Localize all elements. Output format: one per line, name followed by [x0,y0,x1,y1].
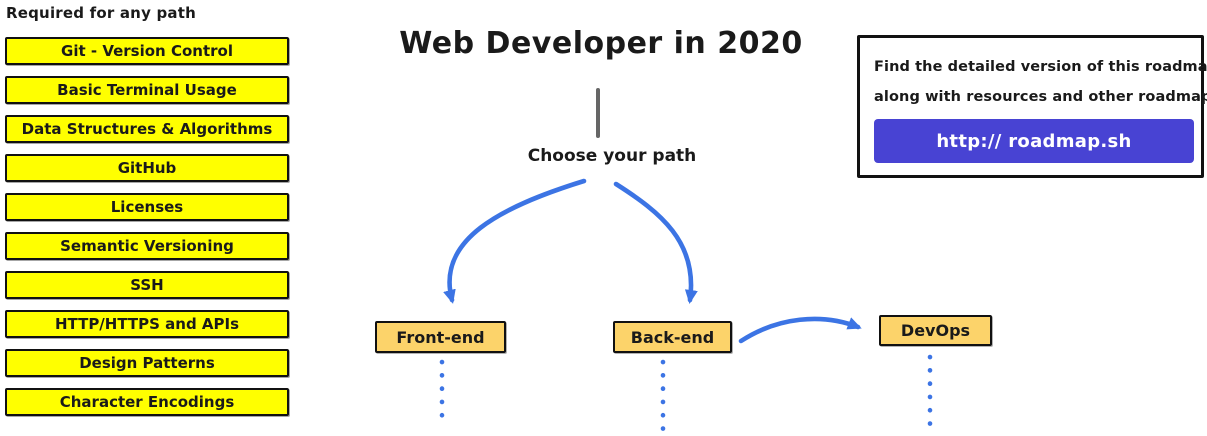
info-text-line1: Find the detailed version of this roadma… [874,59,1207,75]
path-box-backend[interactable]: Back-end [613,321,732,353]
roadmap-info-box: Find the detailed version of this roadma… [857,35,1207,178]
topic-data-structures-algorithms[interactable]: Data Structures & Algorithms [5,115,289,143]
arrow-to-frontend-icon [443,178,587,304]
arrow-to-backend-icon [613,181,698,304]
topic-github[interactable]: GitHub [5,154,289,182]
required-section-heading: Required for any path [6,4,196,22]
topic-basic-terminal-usage[interactable]: Basic Terminal Usage [5,76,289,104]
path-box-frontend[interactable]: Front-end [375,321,506,353]
page-title: Web Developer in 2020 [399,26,803,61]
path-box-devops[interactable]: DevOps [879,315,992,346]
info-text-line2: along with resources and other roadmaps [874,89,1207,105]
topic-character-encodings[interactable]: Character Encodings [5,388,289,416]
topic-git-version-control[interactable]: Git - Version Control [5,37,289,65]
roadmap-sh-link-button[interactable]: http:// roadmap.sh [874,119,1194,163]
topic-licenses[interactable]: Licenses [5,193,289,221]
topic-semantic-versioning[interactable]: Semantic Versioning [5,232,289,260]
title-connector-line [596,88,600,138]
info-text: Find the detailed version of this roadma… [874,52,1207,112]
required-topic-list: Git - Version Control Basic Terminal Usa… [5,37,289,416]
choose-your-path-label: Choose your path [527,146,697,166]
topic-http-https-apis[interactable]: HTTP/HTTPS and APIs [5,310,289,338]
topic-design-patterns[interactable]: Design Patterns [5,349,289,377]
arrow-backend-to-devops-icon [738,316,862,344]
topic-ssh[interactable]: SSH [5,271,289,299]
